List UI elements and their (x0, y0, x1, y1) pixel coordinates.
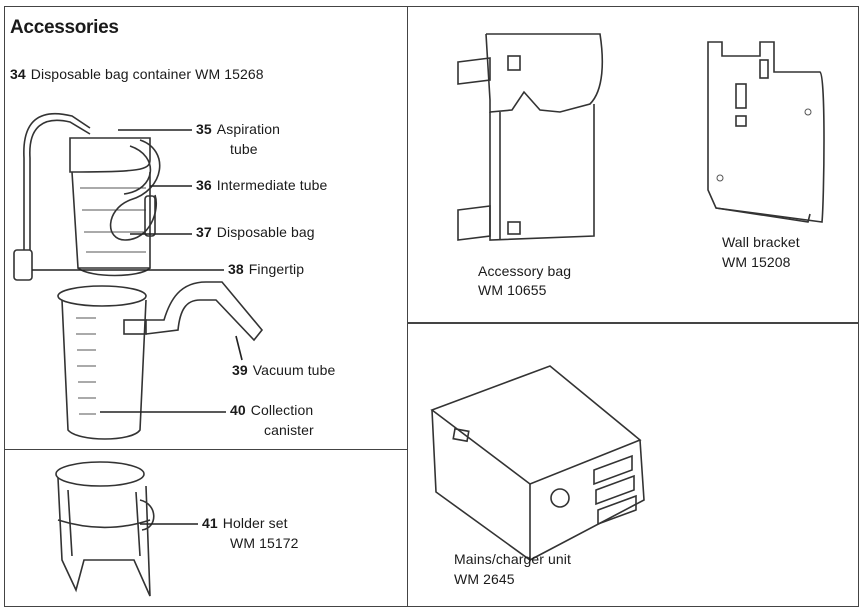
callout-41-number: 41 (202, 515, 218, 531)
wall-bracket-illustration (707, 41, 825, 223)
disposable-bag-container-illustration (13, 112, 161, 281)
holder-set-illustration (55, 461, 155, 597)
callout-41-line2: WM 15172 (230, 535, 299, 551)
panel-right (407, 6, 859, 607)
callout-39-line1: Vacuum tube (252, 362, 336, 378)
page-title: Accessories (10, 17, 119, 38)
accessory-bag-caption-line1: Accessory bag (478, 263, 572, 279)
wall-bracket-caption-line2: WM 15208 (722, 254, 791, 270)
callout-41-line1: Holder set (222, 515, 288, 531)
collection-canister-illustration (57, 281, 264, 440)
callout-36-line1: Intermediate tube (216, 177, 328, 193)
callout-40-line2: canister (264, 422, 314, 438)
charger-unit-illustration (430, 365, 645, 562)
callout-35-line2: tube (230, 141, 258, 157)
callout-35-line1: Aspiration (216, 121, 281, 137)
item-34-number: 34 (10, 66, 26, 82)
accessory-bag-illustration (457, 33, 604, 241)
callout-39-number: 39 (232, 362, 248, 378)
panel-divider-right (407, 322, 859, 324)
charger-caption-line1: Mains/charger unit (454, 551, 571, 567)
callout-37-line1: Disposable bag (216, 224, 315, 240)
accessory-bag-caption-line2: WM 10655 (478, 282, 547, 298)
callout-36-number: 36 (196, 177, 212, 193)
callout-35-number: 35 (196, 121, 212, 137)
callout-38-line1: Fingertip (248, 261, 305, 277)
callout-38-number: 38 (228, 261, 244, 277)
callout-40-line1: Collection (250, 402, 314, 418)
charger-caption-line2: WM 2645 (454, 571, 515, 587)
callout-40-number: 40 (230, 402, 246, 418)
callout-37-number: 37 (196, 224, 212, 240)
wall-bracket-caption-line1: Wall bracket (722, 234, 800, 250)
item-34-text: Disposable bag container WM 15268 (30, 66, 264, 82)
leader-lines (32, 129, 243, 525)
